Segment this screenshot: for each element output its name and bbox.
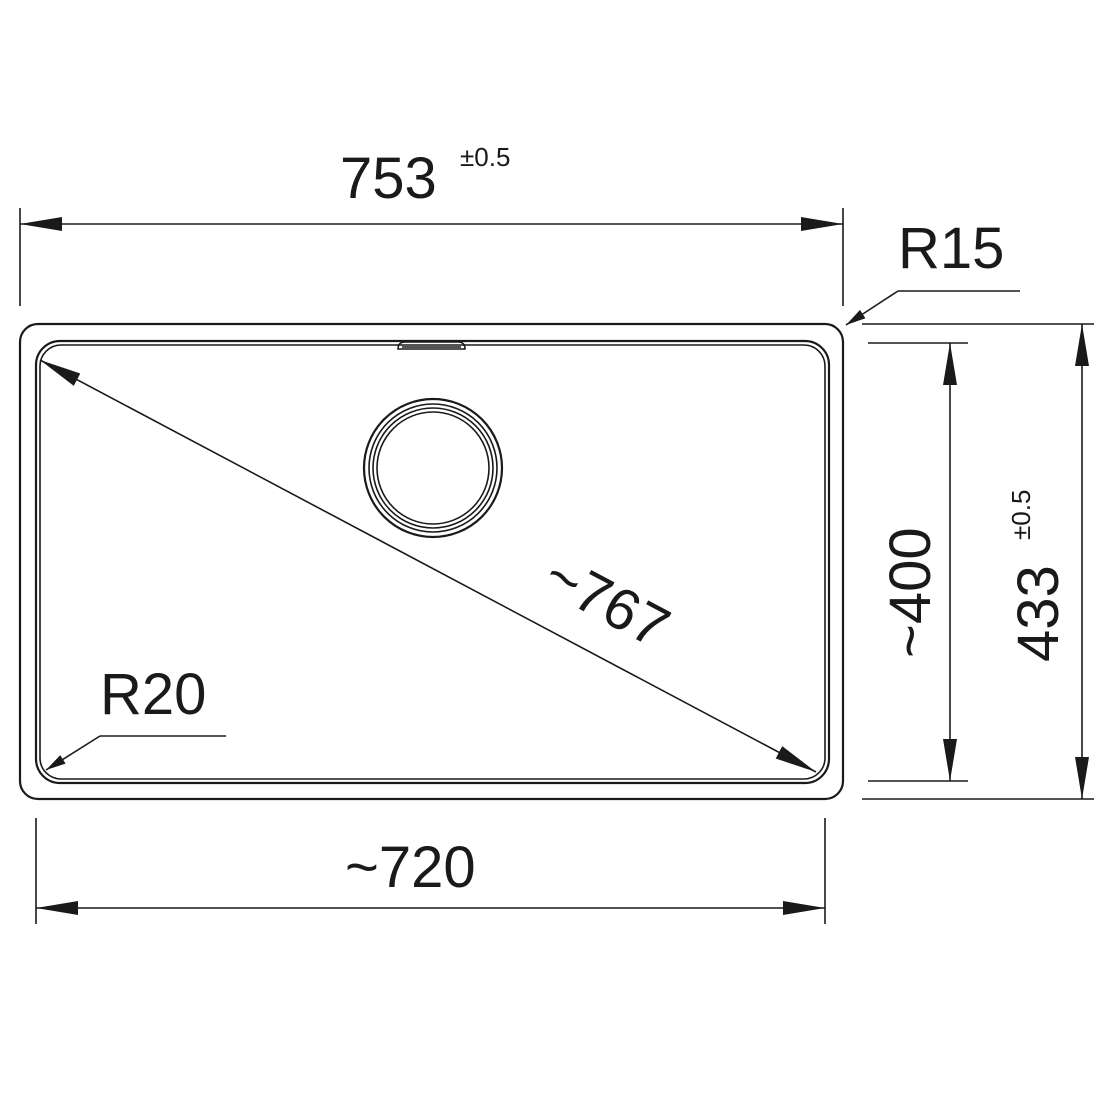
overall-depth-label: 433 (1006, 565, 1071, 662)
sink-inner-bowl (34, 339, 831, 785)
bowl-width-dimension: ~720 (35, 818, 826, 924)
overall-depth-tolerance: ±0.5 (1006, 490, 1036, 540)
inner-radius-callout: R20 (45, 662, 226, 771)
overall-width-tolerance: ±0.5 (460, 142, 510, 172)
overflow-slot (397, 341, 466, 350)
sink-outer-rim (18, 322, 845, 801)
bowl-depth-dimension: ~400 (868, 342, 968, 782)
overall-width-label: 753 (340, 146, 437, 211)
bowl-diagonal-label: ~767 (534, 542, 680, 661)
outer-radius-label: R15 (898, 216, 1004, 281)
drain-icon (362, 397, 504, 539)
bowl-depth-label: ~400 (878, 527, 943, 658)
outer-radius-callout: R15 (845, 216, 1020, 326)
overall-depth-dimension: 433 ±0.5 (862, 323, 1094, 800)
bowl-width-label: ~720 (345, 835, 476, 900)
overall-width-dimension: 753 ±0.5 (19, 142, 844, 306)
inner-radius-label: R20 (100, 662, 206, 727)
